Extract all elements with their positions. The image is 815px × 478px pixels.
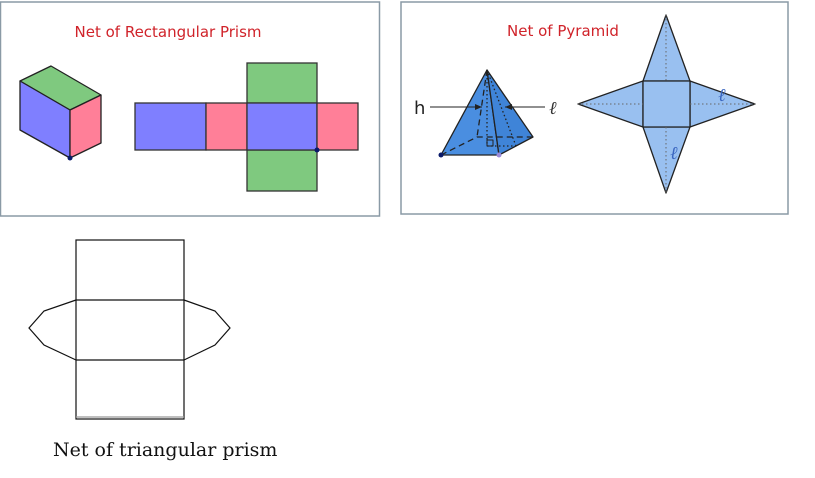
net-left-triangle <box>28 299 77 361</box>
pyramid-title: Net of Pyramid <box>507 22 619 40</box>
net-rectangles <box>75 239 185 420</box>
vertex-dot <box>67 155 73 161</box>
net-slant-label-bottom: ℓ <box>670 143 678 164</box>
net-slant-lines <box>578 15 755 193</box>
slant-height-label: ℓ <box>549 98 557 119</box>
slant-line <box>486 69 517 147</box>
pyramid-3d <box>430 69 545 158</box>
net-right-triangle <box>183 299 231 361</box>
net-back-face <box>134 102 207 151</box>
vertex-dot <box>496 152 502 158</box>
l-arrowhead <box>505 104 512 110</box>
hidden-edge <box>476 69 488 138</box>
pyramid-panel: Net of Pyramid h ℓ <box>400 1 789 215</box>
height-label: h <box>414 98 425 119</box>
net-left-face <box>205 102 248 151</box>
net-front-face <box>246 102 318 151</box>
net-bottom-face <box>246 149 318 192</box>
h-arrowhead <box>475 104 482 110</box>
net-vertex-dot <box>314 147 320 153</box>
net-slant-label-right: ℓ <box>718 85 726 106</box>
rect-prism-title: Net of Rectangular Prism <box>75 23 262 41</box>
net-top-face <box>246 62 318 104</box>
triangular-prism-net <box>28 239 231 420</box>
pyramid-net <box>577 14 756 194</box>
triangular-prism-caption: Net of triangular prism <box>53 439 277 461</box>
right-angle-mark <box>486 139 494 147</box>
net-right-face <box>316 102 359 151</box>
vertex-dot <box>438 152 444 158</box>
net-base-square <box>642 80 691 128</box>
cube-side-face <box>69 94 102 159</box>
rectangular-prism-panel: Net of Rectangular Prism <box>0 1 381 217</box>
cube-3d <box>19 65 102 161</box>
rect-prism-net <box>134 62 359 192</box>
hidden-base-edges <box>440 136 533 156</box>
